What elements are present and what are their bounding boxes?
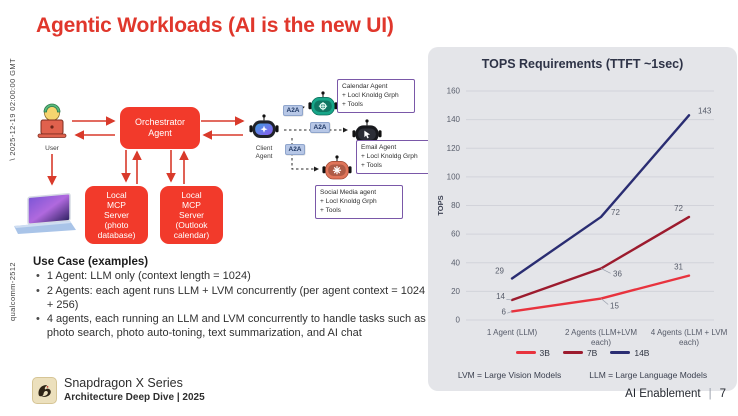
- bullet-icon: •: [36, 284, 40, 297]
- svg-text:20: 20: [451, 287, 460, 296]
- chart-x-label: 2 Agents (LLM+LVM each): [564, 328, 638, 348]
- svg-text:15: 15: [610, 302, 619, 311]
- footer-right-label: AI Enablement: [625, 388, 701, 400]
- social-media-agent-icon: [322, 154, 352, 182]
- user-icon: [37, 103, 67, 138]
- svg-text:14: 14: [496, 292, 505, 301]
- use-case-bullet: • 1 Agent: LLM only (context length = 10…: [36, 270, 251, 283]
- svg-text:80: 80: [451, 201, 460, 210]
- tops-chart-panel: TOPS Requirements (TTFT ~1sec) 0 20 40 60 80…: [428, 47, 737, 391]
- svg-text:29: 29: [495, 266, 504, 275]
- laptop-icon: [14, 192, 76, 234]
- bullet-icon: •: [36, 313, 40, 326]
- chart-legend: 3B 7B 14B: [428, 348, 737, 358]
- watermark-id: qualcomm-2512: [8, 262, 17, 321]
- use-case-heading: Use Case (examples): [33, 256, 149, 268]
- orchestrator-agent-box: Orchestrator Agent: [120, 107, 200, 149]
- calendar-agent-icon: [308, 90, 338, 118]
- legend-line-swatch: [610, 351, 631, 354]
- svg-text:40: 40: [451, 258, 460, 267]
- legend-line-swatch: [562, 351, 583, 354]
- svg-text:6: 6: [502, 307, 507, 316]
- chart-footnotes: LVM = Large Vision Models LLM = Large Lan…: [428, 370, 737, 380]
- snapdragon-logo-icon: [32, 377, 57, 404]
- svg-text:72: 72: [674, 204, 683, 213]
- chart-footnote: LLM = Large Language Models: [589, 370, 708, 380]
- legend-item: 7B: [562, 348, 597, 358]
- a2a-badge: A2A: [283, 105, 304, 117]
- chart-title: TOPS Requirements (TTFT ~1sec): [481, 57, 684, 71]
- svg-text:143: 143: [698, 106, 712, 115]
- bullet-icon: •: [36, 270, 40, 283]
- a2a-badge: A2A: [310, 122, 331, 134]
- legend-line-swatch: [515, 351, 536, 354]
- chart-footnote: LVM = Large Vision Models: [457, 370, 562, 380]
- svg-text:140: 140: [447, 115, 461, 124]
- svg-text:TOPS: TOPS: [436, 195, 445, 215]
- svg-text:60: 60: [451, 230, 460, 239]
- email-agent-icon: [352, 118, 382, 146]
- svg-text:31: 31: [674, 263, 683, 272]
- page-number: 7: [719, 388, 726, 400]
- client-agent-icon: [249, 113, 279, 141]
- use-case-bullet: • 4 agents, each running an LLM and LVM …: [36, 313, 426, 339]
- mcp-server-photo-box: Local MCP Server (photo database): [85, 186, 148, 244]
- mcp-server-outlook-box: Local MCP Server (Outlook calendar): [160, 186, 223, 244]
- page-title: Agentic Workloads (AI is the new UI): [36, 14, 394, 37]
- email-agent-box: Email Agent + Locl Knoldg Grph + Tools: [356, 140, 436, 174]
- svg-text:0: 0: [456, 316, 461, 325]
- use-case-bullet: • 2 Agents: each agent runs LLM + LVM co…: [36, 284, 426, 311]
- legend-item: 14B: [610, 348, 649, 358]
- svg-text:72: 72: [611, 208, 620, 217]
- divider: |: [708, 388, 712, 400]
- footer-subtitle: Architecture Deep Dive | 2025: [64, 392, 205, 403]
- svg-text:36: 36: [613, 269, 622, 278]
- client-agent-label: Client Agent: [255, 145, 273, 161]
- calendar-agent-box: Calendar Agent + Locl Knoldg Grph + Tool…: [337, 79, 415, 113]
- svg-text:100: 100: [447, 172, 461, 181]
- social-media-agent-box: Social Media agent + Locl Knoldg Grph + …: [315, 185, 403, 219]
- svg-text:120: 120: [447, 144, 461, 153]
- legend-item: 3B: [515, 348, 550, 358]
- user-label: User: [45, 145, 59, 152]
- chart-x-label: 4 Agents (LLM + LVM each): [650, 328, 728, 348]
- footer-product-name: Snapdragon X Series: [64, 376, 183, 390]
- use-case-section: Use Case (examples) • 1 Agent: LLM only …: [33, 255, 431, 341]
- chart-x-label: 1 Agent (LLM): [486, 328, 538, 337]
- footer-right: AI Enablement | 7: [625, 388, 726, 400]
- a2a-badge: A2A: [285, 144, 306, 156]
- svg-text:160: 160: [447, 87, 461, 96]
